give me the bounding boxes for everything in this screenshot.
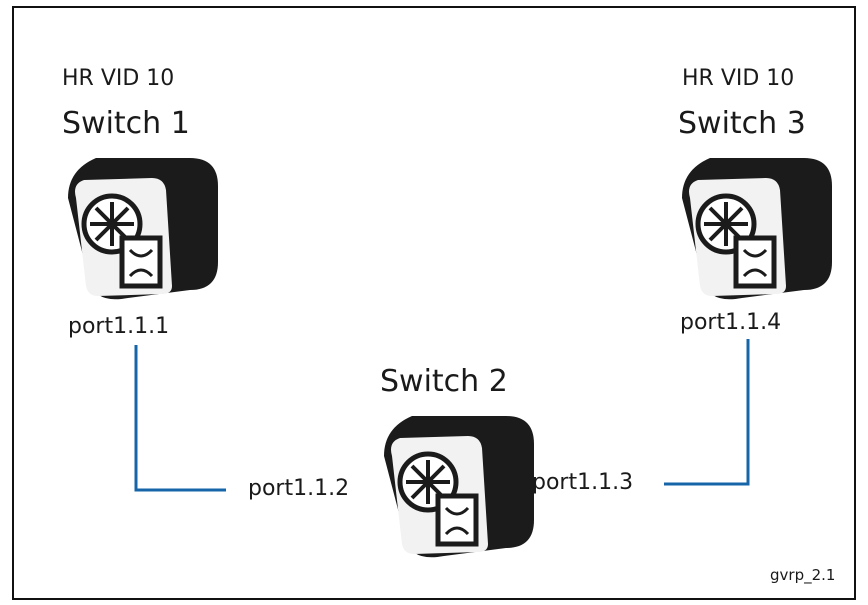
switch2-port-right-label: port1.1.3 [532,470,634,495]
switch2-icon[interactable] [384,416,534,566]
figure-id-label: gvrp_2.1 [770,566,836,584]
switch2-port-left-label: port1.1.2 [248,476,350,501]
switch1-vid-label: HR VID 10 [62,66,175,91]
switch2-name: Switch 2 [380,364,508,399]
diagram-frame [12,6,856,600]
switch1-port-label: port1.1.1 [68,314,170,339]
link-switch1-switch2 [134,345,226,492]
switch3-vid-label: HR VID 10 [682,66,795,91]
switch3-port-label: port1.1.4 [680,310,782,335]
link-switch2-switch3 [664,339,750,486]
switch3-name: Switch 3 [678,106,806,141]
switch3-icon[interactable] [682,158,832,308]
switch1-name: Switch 1 [62,106,190,141]
switch1-icon[interactable] [68,158,218,308]
